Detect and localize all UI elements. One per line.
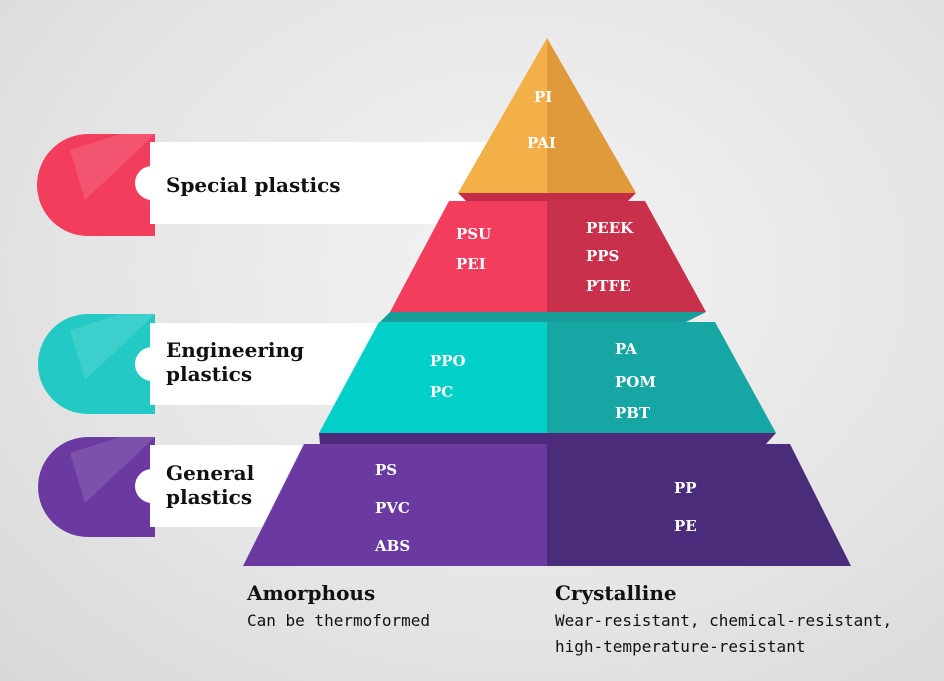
amorphous-title: Amorphous xyxy=(247,581,376,605)
label-engineering-plastics: Engineering plastics xyxy=(166,338,305,386)
label-special-plastics: Special plastics xyxy=(166,173,341,197)
plastic-PS: PS xyxy=(375,461,398,479)
plastic-ABS: ABS xyxy=(375,537,411,555)
plastic-PSU: PSU xyxy=(456,225,492,243)
plastic-PE: PE xyxy=(674,517,697,535)
plastic-PEI: PEI xyxy=(456,255,486,273)
plastic-PTFE: PTFE xyxy=(586,277,631,295)
pyramid-engineering-left xyxy=(319,322,547,433)
pyramid-engineering-right xyxy=(547,322,776,433)
plastic-PPS: PPS xyxy=(586,247,620,265)
amorphous-subtitle: Can be thermoformed xyxy=(247,611,431,630)
plastic-PAI: PAI xyxy=(527,134,556,152)
pyramid-apex-right xyxy=(547,38,636,193)
plastic-PC: PC xyxy=(430,383,454,401)
plastic-PVC: PVC xyxy=(375,499,410,517)
crystalline-subtitle-line-2: high-temperature-resistant xyxy=(555,637,806,656)
plastic-POM: POM xyxy=(615,373,656,391)
pyramid-special-right xyxy=(547,201,706,312)
tab-special xyxy=(37,134,490,236)
crystalline-title: Crystalline xyxy=(555,581,677,605)
plastic-PEEK: PEEK xyxy=(586,219,634,237)
crystalline-subtitle-line-1: Wear-resistant, chemical-resistant, xyxy=(555,611,893,630)
pyramid-special-left xyxy=(390,201,547,312)
plastic-PBT: PBT xyxy=(615,404,651,422)
plastic-PI: PI xyxy=(534,88,553,106)
label-general-plastics: General plastics xyxy=(166,461,255,509)
pyramid-apex-left xyxy=(458,38,547,193)
plastic-PP: PP xyxy=(674,479,697,497)
plastic-PPO: PPO xyxy=(430,352,466,370)
pyramid-general-left xyxy=(243,444,547,566)
plastic-PA: PA xyxy=(615,340,637,358)
pyramid-general-right xyxy=(547,444,851,566)
